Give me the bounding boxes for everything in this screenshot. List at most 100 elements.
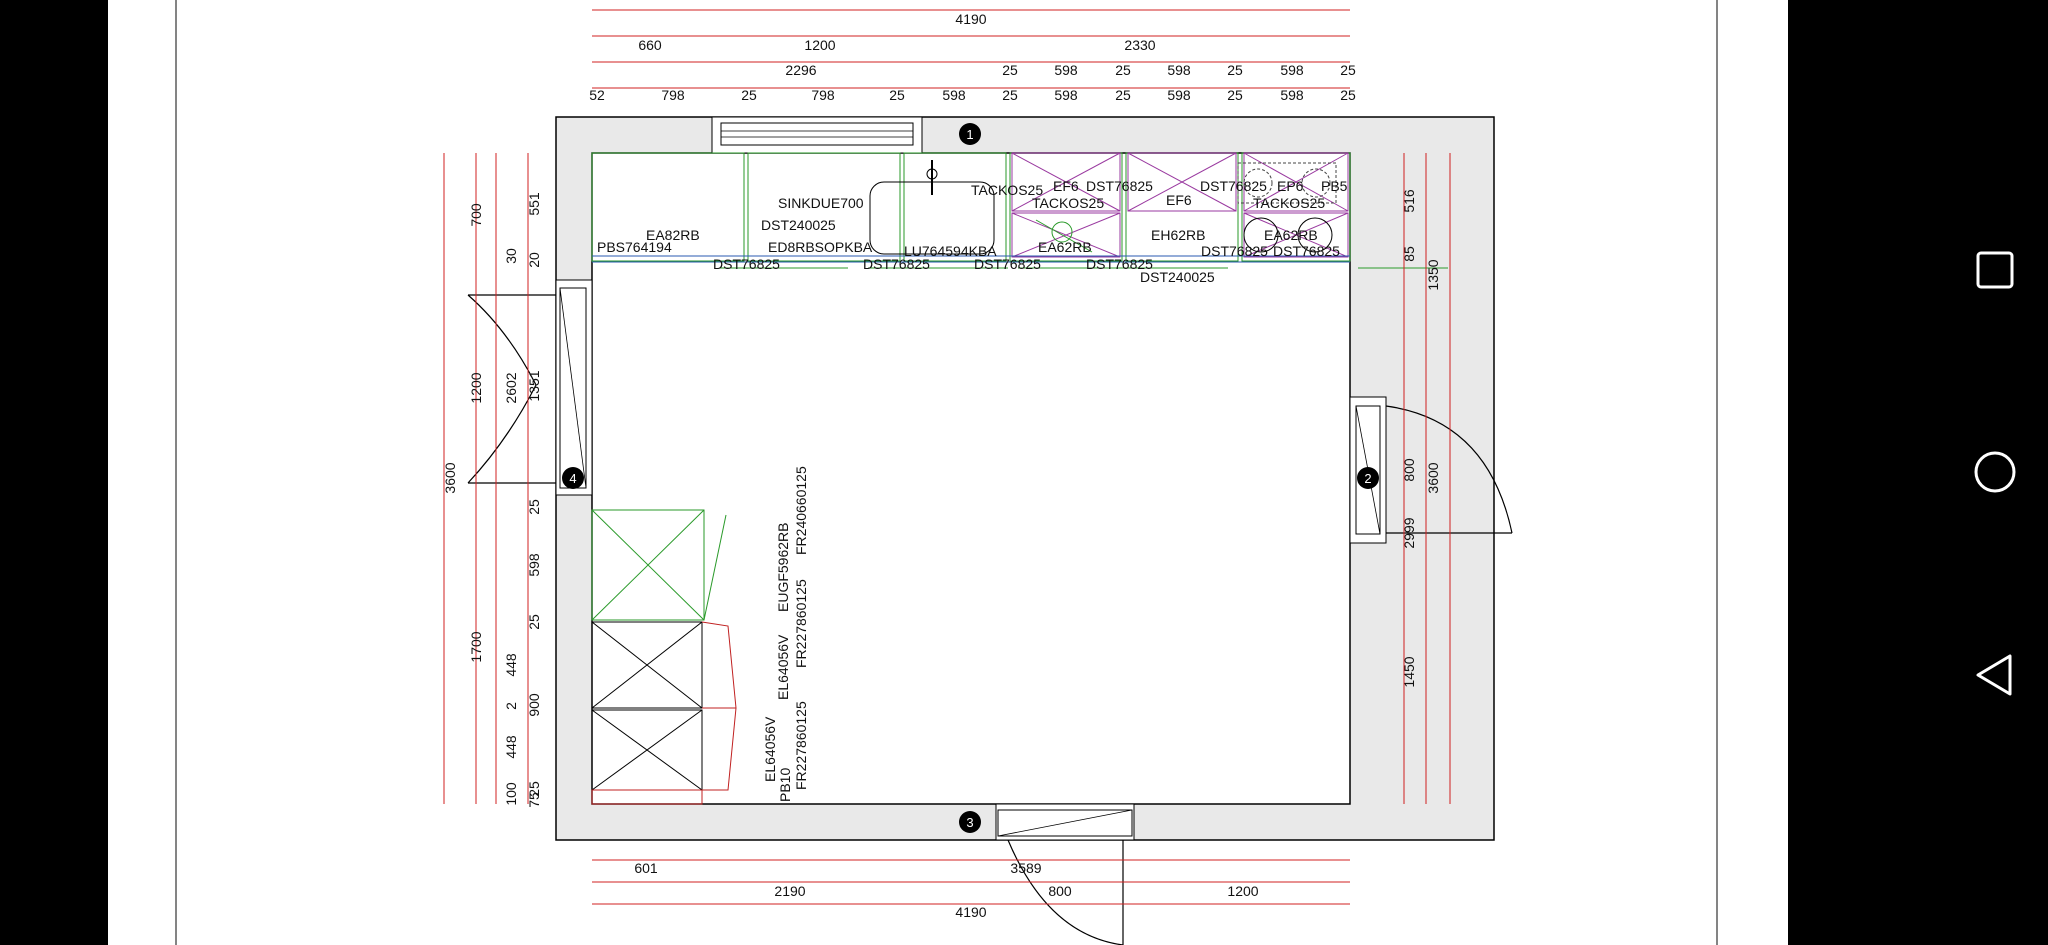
room-walls — [555, 116, 1495, 841]
dim-left-c4: 75 — [526, 792, 542, 808]
label-ef6: EF6 — [1053, 178, 1079, 194]
dim-left-c2: 1200 — [468, 372, 484, 403]
android-nav-bar — [1788, 0, 2048, 945]
dim-right-c1: 800 — [1401, 458, 1417, 482]
dimension-lines — [443, 9, 1451, 905]
left-cabinets — [591, 509, 737, 805]
dim-left-c3: 2602 — [503, 372, 519, 403]
dim-top-r3: 25 — [1227, 62, 1243, 78]
label-ea62rb: EA62RB — [1038, 239, 1092, 255]
dim-left-c3: 448 — [503, 653, 519, 677]
cabinet-labels-top: SINKDUE700 DST240025 EA82RB PBS764194 ED… — [597, 178, 1348, 285]
label-fr240660125: FR240660125 — [793, 466, 809, 555]
marker-1: 1 — [966, 127, 973, 142]
dim-top-r4: 598 — [1054, 87, 1078, 103]
label-dst76825: DST76825 — [974, 256, 1041, 272]
top-cabinets — [591, 152, 1448, 269]
dim-left-c3: 30 — [503, 248, 519, 264]
dim-top-r4: 25 — [1002, 87, 1018, 103]
dim-bottom-r1: 3589 — [1010, 860, 1041, 876]
dim-right-c1: 2999 — [1401, 517, 1417, 548]
label-el64056v: EL64056V — [762, 716, 778, 782]
dim-left-c4: 25 — [526, 781, 542, 797]
dim-left-c3: 448 — [503, 735, 519, 759]
dimension-texts: 4190 660 1200 2330 2296 25 598 25 598 25… — [589, 11, 1356, 920]
label-pbs764194: PBS764194 — [597, 239, 672, 255]
kitchen-floor-plan: 4190 660 1200 2330 2296 25 598 25 598 25… — [175, 0, 1718, 945]
dim-top-r4: 798 — [811, 87, 835, 103]
label-tackos25: TACKOS25 — [1253, 195, 1325, 211]
dim-top-r4: 52 — [589, 87, 605, 103]
dim-bottom-r2: 1200 — [1227, 883, 1258, 899]
dim-top-r2: 1200 — [804, 37, 835, 53]
dim-right-c1: 85 — [1401, 246, 1417, 262]
dim-left-c2: 1700 — [468, 631, 484, 662]
label-el64056v: EL64056V — [775, 634, 791, 700]
dim-left-c4: 598 — [526, 553, 542, 577]
dim-top-r3: 2296 — [785, 62, 816, 78]
dim-top-r4: 598 — [942, 87, 966, 103]
dim-left-c3: 2 — [503, 702, 519, 710]
marker-2: 2 — [1364, 471, 1371, 486]
dim-left-outer: 3600 — [442, 462, 458, 493]
label-fr227860125: FR227860125 — [793, 579, 809, 668]
dim-top-r4: 25 — [1340, 87, 1356, 103]
label-pb5: PB5 — [1321, 178, 1348, 194]
dim-left-c4: 1351 — [526, 370, 542, 401]
label-pb10: PB10 — [777, 768, 793, 802]
dim-left-c4: 900 — [526, 693, 542, 717]
home-icon[interactable] — [1970, 447, 2020, 497]
position-markers: 1 2 3 4 — [562, 123, 1379, 833]
label-eh62rb: EH62RB — [1151, 227, 1205, 243]
dim-bottom-r2: 800 — [1048, 883, 1072, 899]
dim-top-r3: 598 — [1167, 62, 1191, 78]
recent-apps-icon[interactable] — [1970, 245, 2020, 295]
floor-plan-page: 4190 660 1200 2330 2296 25 598 25 598 25… — [108, 0, 1788, 945]
marker-3: 3 — [966, 815, 973, 830]
back-icon[interactable] — [1970, 650, 2020, 700]
label-tackos25: TACKOS25 — [971, 182, 1043, 198]
dim-top-r4: 25 — [1227, 87, 1243, 103]
dim-top-r2: 660 — [638, 37, 662, 53]
dim-top-overall: 4190 — [955, 11, 986, 27]
dim-top-r3: 25 — [1340, 62, 1356, 78]
label-dst76825: DST76825 — [713, 256, 780, 272]
dim-left-c4: 25 — [526, 614, 542, 630]
label-dst76825: DST76825 — [1086, 178, 1153, 194]
dim-left-c4: 20 — [526, 252, 542, 268]
label-ed8rbsopkba: ED8RBSOPKBA — [768, 239, 873, 255]
dim-left-c4: 25 — [526, 499, 542, 515]
label-dst76825: DST76825 — [1200, 178, 1267, 194]
dim-right-c1: 516 — [1401, 189, 1417, 213]
dim-top-r3: 25 — [1115, 62, 1131, 78]
dim-top-r4: 798 — [661, 87, 685, 103]
dim-right-c2: 1350 — [1425, 259, 1441, 290]
dim-bottom-overall: 4190 — [955, 904, 986, 920]
label-dst240025: DST240025 — [761, 217, 836, 233]
dim-top-r3: 25 — [1002, 62, 1018, 78]
label-dst76825: DST240025 — [1140, 269, 1215, 285]
dim-left-c2: 700 — [468, 203, 484, 227]
dim-top-r3: 598 — [1054, 62, 1078, 78]
dim-top-r4: 598 — [1280, 87, 1304, 103]
label-ef6: EF6 — [1166, 192, 1192, 208]
label-dst76825: DST76825 — [1273, 243, 1340, 259]
label-dst76825: DST76825 — [1201, 243, 1268, 259]
label-ea82rb: EA82RB — [646, 227, 700, 243]
label-dst76825: DST76825 — [1086, 256, 1153, 272]
label-ep6: EP6 — [1277, 178, 1304, 194]
dim-top-r3: 598 — [1280, 62, 1304, 78]
door-swings — [467, 294, 1513, 945]
label-lu764594kba: LU764594KBA — [904, 243, 997, 259]
cabinet-labels-left: FR240660125 EUGF5962RB FR227860125 EL640… — [762, 466, 809, 802]
dim-top-r4: 598 — [1167, 87, 1191, 103]
dim-right-c2: 3600 — [1425, 462, 1441, 493]
dim-top-r4: 25 — [1115, 87, 1131, 103]
dimension-texts-vertical: 3600 700 1200 1700 30 2602 448 2 448 100… — [442, 189, 1441, 808]
label-ea62rb: EA62RB — [1264, 227, 1318, 243]
dim-top-r4: 25 — [889, 87, 905, 103]
marker-4: 4 — [569, 471, 576, 486]
dim-bottom-r2: 2190 — [774, 883, 805, 899]
label-sink: SINKDUE700 — [778, 195, 864, 211]
dim-top-r2: 2330 — [1124, 37, 1155, 53]
